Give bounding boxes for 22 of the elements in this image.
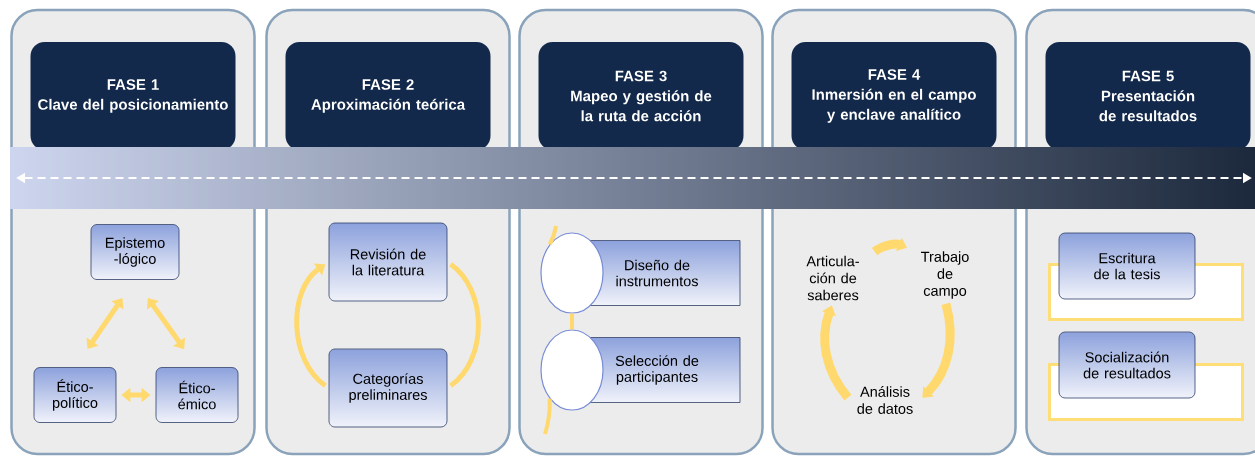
cycle-label: Trabajo de campo [921, 251, 969, 299]
phase-header: FASE 3 Mapeo y gestión de la ruta de acción [538, 42, 744, 150]
arrow [86, 298, 124, 349]
circle [540, 329, 604, 411]
phase-header: FASE 4 Inmersión en el campo y enclave analítico [791, 42, 997, 150]
phase-header: FASE 5 Presentación de resultados [1045, 42, 1251, 150]
concept-box: Ético- émico [155, 367, 239, 423]
concept-box: Socialización de resultados [1058, 331, 1196, 399]
cycle-label: Articula- ción de saberes [806, 255, 859, 301]
phase-header: FASE 1 Clave del posicionamiento [30, 42, 236, 150]
concept-box: Categorías preliminares [328, 348, 448, 428]
concept-box: Revisión de la literatura [328, 222, 448, 302]
arrow [922, 302, 955, 398]
arrow [872, 237, 907, 256]
circle [540, 232, 604, 314]
arrow [820, 305, 852, 401]
phase-header: FASE 2 Aproximación teórica [285, 42, 491, 150]
cycle-label: Análisis de datos [857, 386, 913, 414]
concept-box: Epistemo -lógico [90, 224, 180, 280]
arrow [294, 263, 327, 388]
concept-box: Ético- político [33, 367, 117, 423]
concept-box: Escritura de la tesis [1058, 232, 1196, 300]
